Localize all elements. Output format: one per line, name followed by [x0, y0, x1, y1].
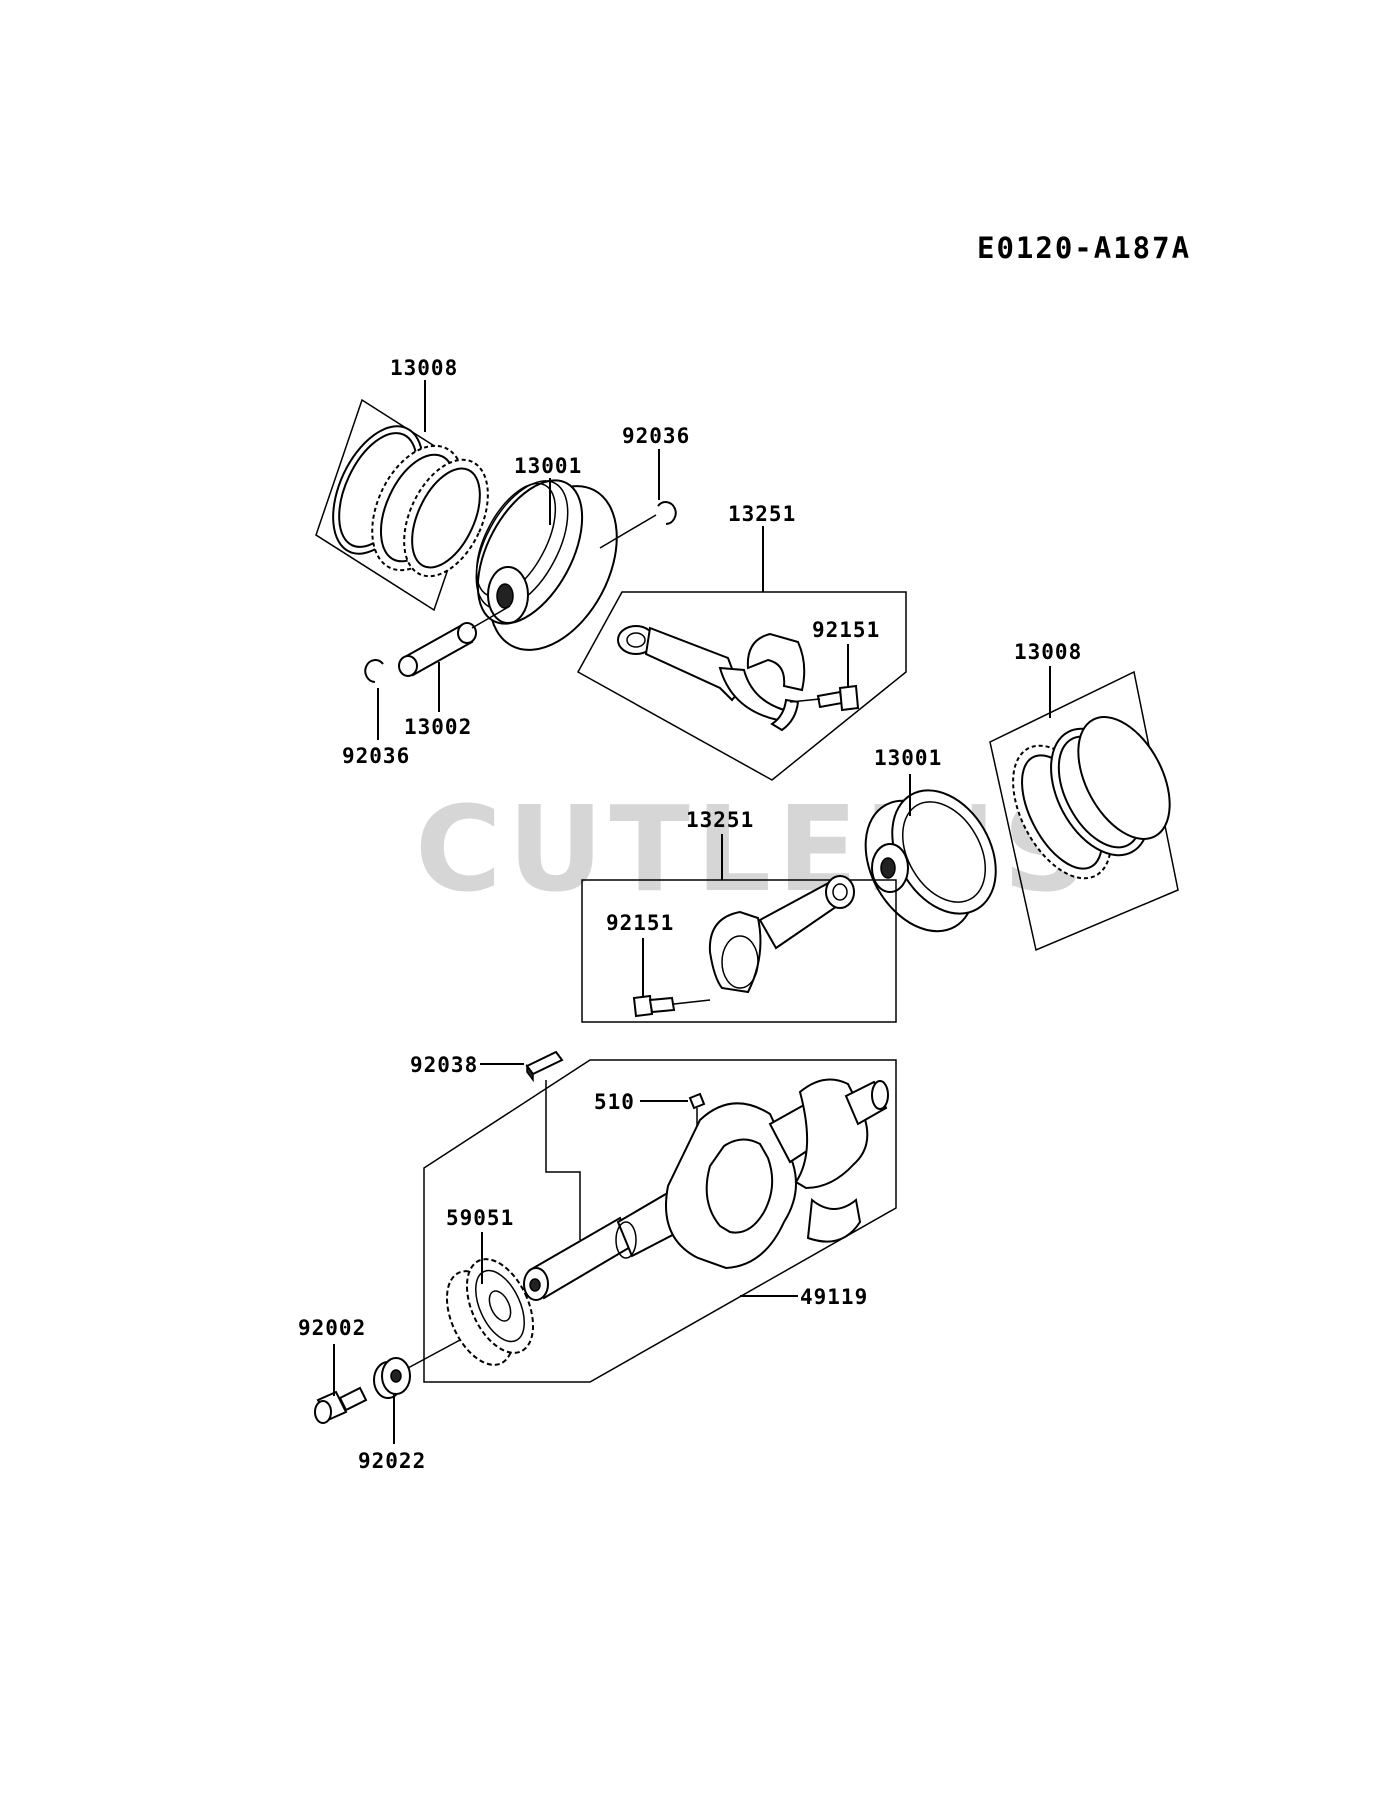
piston-rings-top	[315, 398, 489, 612]
label-rings-right: 13008	[1014, 640, 1082, 664]
key-510	[688, 1092, 706, 1110]
clip-top-right	[657, 501, 677, 525]
bolt-top	[789, 684, 860, 712]
bolt-bottom	[632, 994, 711, 1018]
crankshaft	[523, 1078, 889, 1301]
clip-top-left	[364, 659, 384, 683]
label-pin: 13002	[404, 715, 472, 739]
piston-top	[475, 479, 618, 651]
key-92038	[525, 1050, 564, 1083]
crankshaft-group-outline	[423, 1059, 897, 1383]
label-washer: 92022	[358, 1449, 426, 1473]
label-bolt-bottom: 92151	[606, 911, 674, 935]
piston-pin	[398, 622, 477, 677]
timing-gear	[445, 1258, 535, 1366]
diagram-code: E0120-A187A	[977, 231, 1191, 265]
label-conrod-top: 13251	[728, 502, 796, 526]
label-crankshaft: 49119	[800, 1285, 868, 1309]
piston-rings-right	[989, 670, 1179, 952]
label-rings-top: 13008	[390, 356, 458, 380]
label-bolt-gear: 92002	[298, 1316, 366, 1340]
label-conrod-bottom: 13251	[686, 808, 754, 832]
connecting-rod-bottom	[581, 875, 897, 1023]
label-key-92038: 92038	[410, 1053, 478, 1077]
label-clip-top-left: 92036	[342, 744, 410, 768]
bolt-gear	[314, 1386, 368, 1424]
label-bolt-top: 92151	[812, 618, 880, 642]
label-gear: 59051	[446, 1206, 514, 1230]
label-clip-top-right: 92036	[622, 424, 690, 448]
connecting-rod-top	[576, 591, 907, 781]
label-key-510: 510	[594, 1090, 635, 1114]
label-piston-top: 13001	[514, 454, 582, 478]
washer	[373, 1357, 411, 1399]
label-piston-right: 13001	[874, 746, 942, 770]
piston-right	[864, 789, 997, 933]
